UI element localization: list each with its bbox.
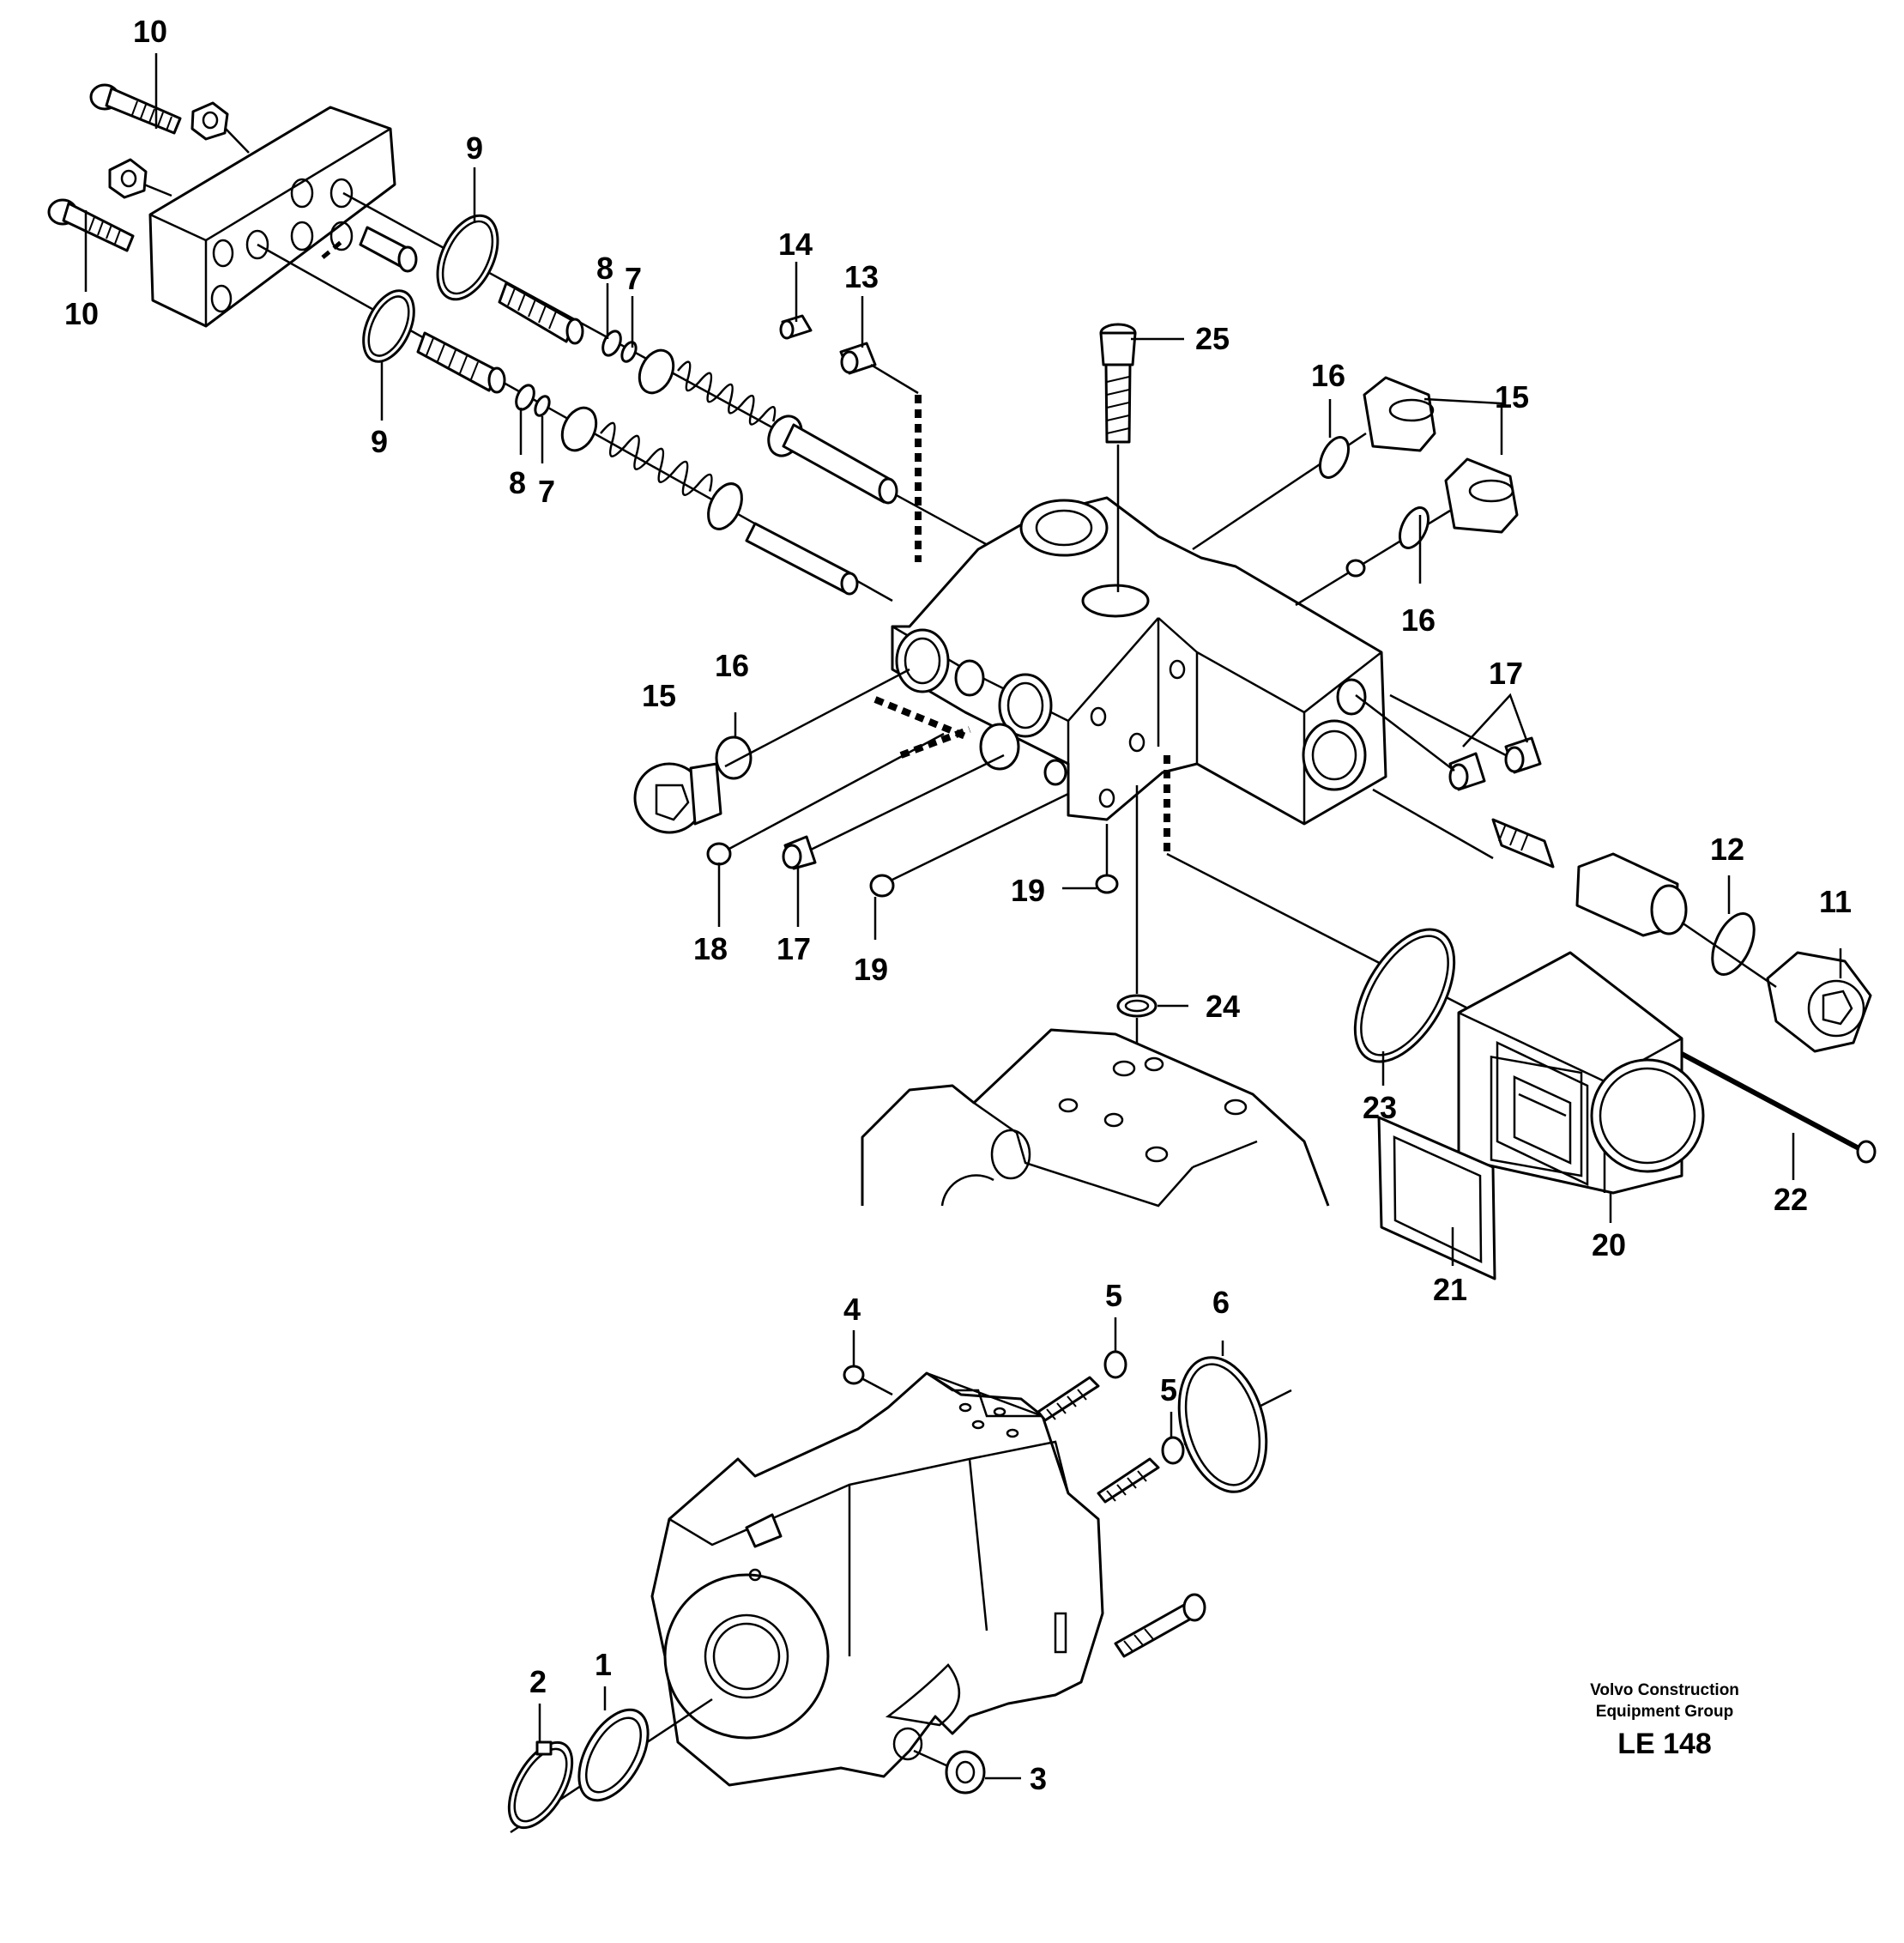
callout-15-upper: 15 bbox=[1495, 379, 1529, 415]
callout-17-right: 17 bbox=[1489, 656, 1523, 691]
callout-18: 18 bbox=[693, 931, 728, 966]
nut-lower bbox=[108, 158, 148, 199]
plug-15-middle bbox=[1444, 457, 1519, 534]
callout-2: 2 bbox=[529, 1664, 547, 1699]
o-ring-9-upper bbox=[436, 214, 499, 301]
callout-8-upper: 8 bbox=[596, 251, 614, 286]
plug-11 bbox=[1766, 951, 1872, 1053]
callout-13: 13 bbox=[844, 259, 879, 294]
valve-block bbox=[891, 496, 1387, 826]
callout-14: 14 bbox=[778, 227, 813, 262]
callout-5-lower: 5 bbox=[1160, 1372, 1177, 1407]
callout-10-lower: 10 bbox=[64, 296, 99, 331]
o-ring-9-lower bbox=[362, 289, 415, 363]
callout-7-upper: 7 bbox=[625, 261, 642, 296]
plug-17-left bbox=[782, 835, 817, 870]
callout-16-left: 16 bbox=[715, 648, 749, 683]
figure-code: LE 148 bbox=[1617, 1728, 1712, 1760]
callout-21: 21 bbox=[1433, 1272, 1467, 1307]
plug-19-left bbox=[869, 874, 895, 898]
shaft-seal-1 bbox=[577, 1708, 650, 1802]
spring-lower bbox=[600, 421, 713, 496]
callout-15-left: 15 bbox=[642, 678, 676, 713]
callout-4: 4 bbox=[843, 1292, 861, 1327]
spool-upper bbox=[767, 415, 898, 505]
callout-11: 11 bbox=[1819, 884, 1852, 919]
spool-lower bbox=[707, 482, 859, 596]
spring-upper bbox=[677, 360, 777, 426]
bolt-25 bbox=[1099, 323, 1137, 444]
callout-7-lower: 7 bbox=[538, 474, 555, 509]
solenoid-20 bbox=[1457, 951, 1705, 1195]
throttle-screw bbox=[1491, 818, 1555, 869]
plug-17-right-b bbox=[1504, 736, 1542, 774]
callout-5-upper: 5 bbox=[1105, 1278, 1122, 1313]
plug-3 bbox=[945, 1750, 986, 1795]
credit-line-2: Equipment Group bbox=[1596, 1703, 1733, 1721]
plug-17-right-a bbox=[1448, 752, 1486, 791]
callout-16-middle: 16 bbox=[1401, 602, 1436, 638]
adjust-screw-upper bbox=[498, 281, 584, 345]
callout-20: 20 bbox=[1592, 1227, 1626, 1262]
mounting-bolt bbox=[1114, 1593, 1206, 1658]
dowel-pin bbox=[359, 226, 418, 273]
pump-assembly bbox=[650, 1371, 1104, 1787]
callout-17-left: 17 bbox=[777, 931, 811, 966]
callout-12: 12 bbox=[1710, 832, 1744, 867]
plug-18 bbox=[706, 842, 732, 866]
seal-21 bbox=[1377, 1116, 1496, 1280]
callout-16-upper: 16 bbox=[1311, 358, 1345, 393]
callout-25: 25 bbox=[1195, 321, 1230, 356]
snap-ring-2 bbox=[507, 1740, 574, 1830]
sleeve bbox=[1575, 852, 1688, 937]
callout-19-left: 19 bbox=[854, 952, 888, 987]
callout-22: 22 bbox=[1774, 1182, 1808, 1217]
callout-6: 6 bbox=[1212, 1285, 1230, 1320]
callout-24: 24 bbox=[1206, 989, 1240, 1024]
callout-9-upper: 9 bbox=[466, 130, 483, 166]
callout-23: 23 bbox=[1363, 1090, 1397, 1125]
callout-9-lower: 9 bbox=[371, 424, 388, 459]
callout-3: 3 bbox=[1030, 1761, 1047, 1796]
cover-plate bbox=[148, 106, 396, 328]
pump-housing-top bbox=[861, 1028, 1330, 1208]
callout-19-center: 19 bbox=[1011, 873, 1045, 908]
nut-upper bbox=[190, 101, 229, 141]
screw-5-lower bbox=[1097, 1436, 1185, 1504]
plug-15-upper bbox=[1363, 376, 1436, 452]
callout-8-lower: 8 bbox=[509, 465, 526, 500]
plug-15-left bbox=[633, 762, 722, 834]
bolt-10-lower bbox=[47, 198, 135, 252]
credit-line-1: Volvo Construction bbox=[1590, 1681, 1739, 1699]
adjust-screw-lower bbox=[416, 331, 506, 394]
plug-13 bbox=[839, 342, 877, 375]
bolt-10-upper bbox=[89, 83, 182, 135]
callout-1: 1 bbox=[595, 1647, 612, 1682]
screw-5-upper bbox=[1037, 1350, 1127, 1422]
callout-10-upper: 10 bbox=[133, 14, 167, 49]
